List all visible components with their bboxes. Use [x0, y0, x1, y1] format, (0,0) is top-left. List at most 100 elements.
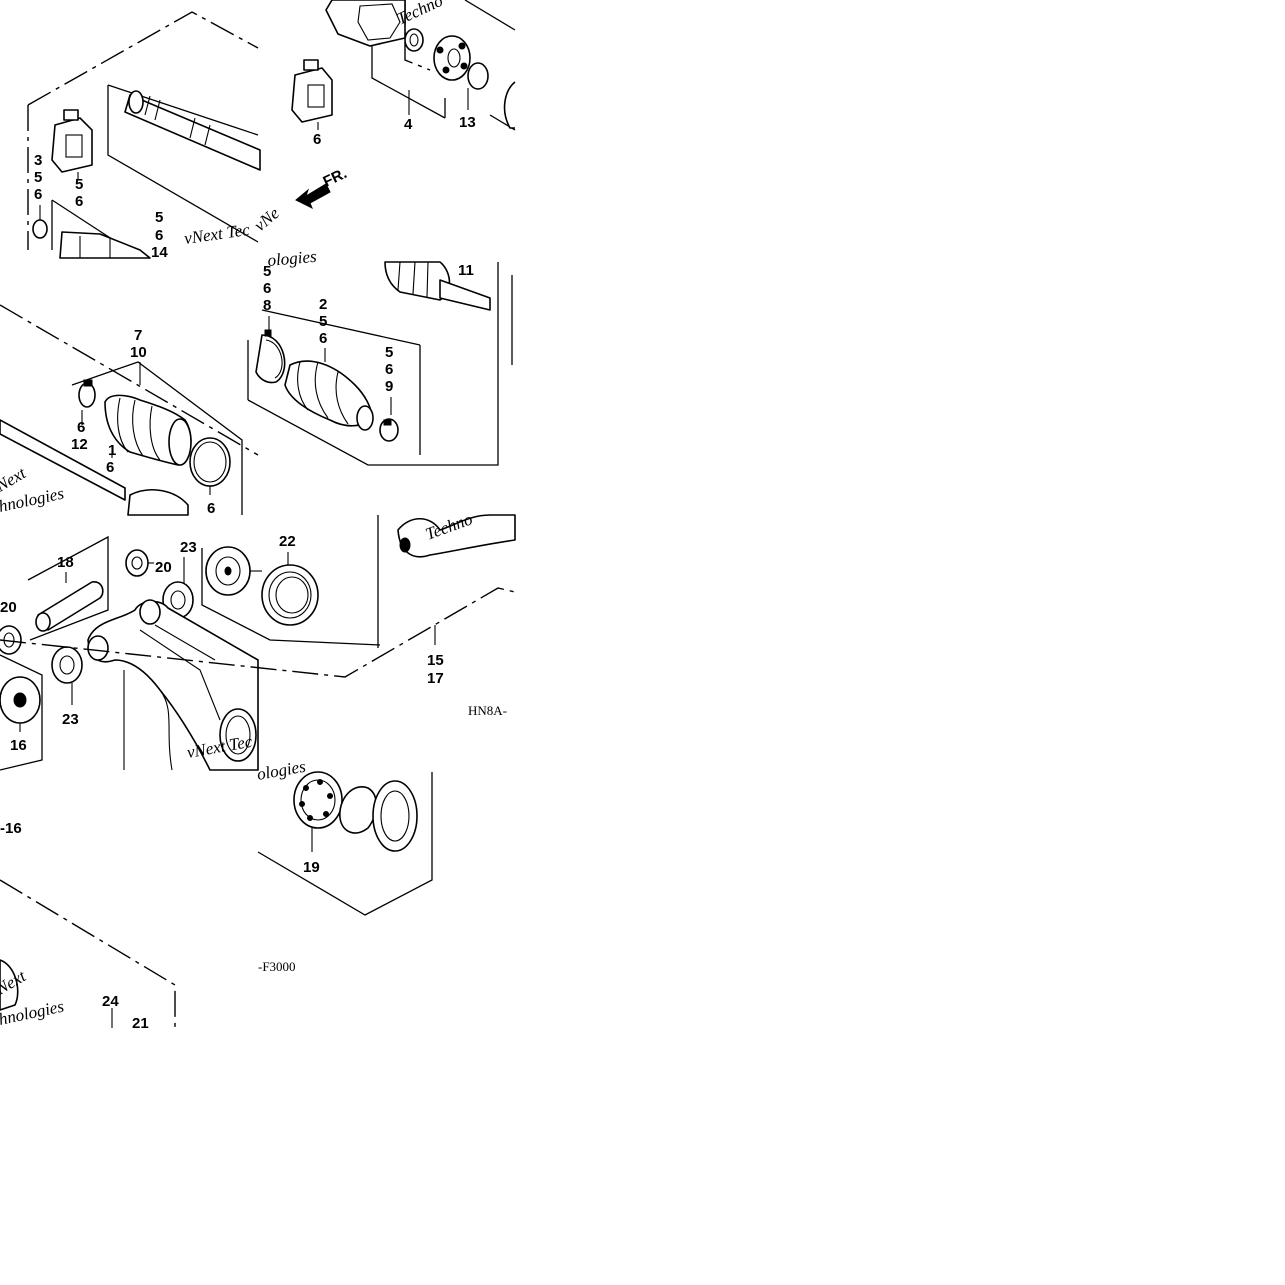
cv-boot-outboard — [284, 360, 374, 431]
frame-bracket — [397, 514, 516, 558]
circlip-icon — [339, 786, 378, 834]
cv-joint-outboard — [384, 261, 491, 311]
callout-6: 6 — [385, 361, 393, 378]
grease-bottle-icon — [291, 59, 333, 123]
oil-seal — [372, 780, 418, 852]
callout-23: 23 — [62, 711, 79, 728]
snap-ring — [404, 28, 424, 52]
brake-part — [0, 959, 19, 1011]
callout-5: 5 — [75, 176, 83, 193]
wheel-bearing — [293, 771, 343, 829]
callout-18: 18 — [57, 554, 74, 571]
pivot-sleeve — [35, 581, 104, 632]
callout-5: 5 — [263, 263, 271, 280]
callout-6: 6 — [155, 227, 163, 244]
callout-6: 6 — [34, 186, 42, 203]
bearing — [125, 549, 149, 577]
boot-edge — [503, 81, 516, 129]
tile-top-middle: 4 13 6 FR. Techno vNe — [250, 0, 516, 235]
callout-16: 16 — [10, 737, 27, 754]
tile-bottom-left: 24 21 Next hnologies — [0, 879, 176, 1032]
svg-text:FR.: FR. — [321, 165, 350, 191]
callout-1: 1 — [108, 442, 116, 459]
drawing-code: HN8A- — [468, 703, 507, 718]
callout-24: 24 — [102, 993, 119, 1010]
callout-4: 4 — [404, 116, 413, 133]
callout-17: 17 — [427, 670, 444, 687]
group-outline — [71, 361, 243, 515]
callout-7: 7 — [134, 327, 142, 344]
callout-5: 5 — [34, 169, 42, 186]
group-outline — [261, 309, 421, 346]
callout-21: 21 — [132, 1015, 149, 1032]
watermark-text: vNext Tec — [183, 220, 251, 248]
group-outline — [0, 304, 259, 456]
tile-lower-left: 18 20 20 23 23 — [0, 535, 259, 771]
callout-20: 20 — [155, 559, 172, 576]
group-outline — [0, 654, 43, 771]
cv-joint — [127, 489, 189, 516]
callout-9: 9 — [385, 378, 393, 395]
bearing-cage — [433, 35, 471, 81]
callout-6: 6 — [77, 419, 85, 436]
watermark-text: vNe — [250, 203, 283, 235]
group-outline — [107, 85, 259, 243]
callout-6: 6 — [319, 330, 327, 347]
oil-seal — [0, 625, 22, 655]
callout-14: 14 — [151, 244, 168, 261]
callout-5: 5 — [319, 313, 327, 330]
group-outline — [51, 199, 119, 244]
watermark-text: ologies — [255, 757, 307, 784]
tile-middle-right: ologies 11 5 6 8 2 5 6 5 6 — [247, 247, 513, 466]
boot-clamp-small — [78, 379, 96, 408]
swing-arm — [87, 599, 259, 771]
tile-middle-left: 7 10 6 12 1 6 6 Next hnologies — [0, 304, 259, 517]
tile-top-left: 5 6 3 5 6 5 6 14 vNext Tec — [27, 11, 261, 261]
group-outline — [247, 262, 499, 466]
callout-10: 10 — [130, 344, 147, 361]
tile-lower-right: 15 17 22 Techno HN8A- — [0, 509, 516, 718]
cv-outer-race — [325, 0, 406, 47]
callout-11: 11 — [458, 262, 474, 279]
dust-cap — [0, 676, 41, 724]
grease-bottle-icon — [51, 109, 93, 173]
circlip-icon — [32, 219, 48, 239]
callout-6: 6 — [207, 500, 215, 517]
callout-19: 19 — [303, 859, 320, 876]
callout-23: 23 — [180, 539, 197, 556]
callout-13: 13 — [459, 114, 476, 131]
callout-6: 6 — [75, 193, 83, 210]
callout-3: 3 — [34, 152, 42, 169]
group-outline — [201, 548, 381, 646]
watermark-text: ologies — [267, 247, 318, 270]
cv-boot-inboard — [104, 394, 192, 466]
callout-5: 5 — [385, 344, 393, 361]
swing-arm-seal — [261, 564, 319, 626]
callout-5: 5 — [155, 209, 163, 226]
boot-band-large — [255, 329, 286, 384]
group-outline — [27, 535, 109, 641]
group-outline — [27, 11, 259, 106]
callout-8: 8 — [263, 297, 271, 314]
callout-16: -16 — [0, 820, 22, 837]
cv-joint-inboard — [59, 231, 151, 259]
callout-6: 6 — [313, 131, 321, 148]
group-outline — [464, 0, 516, 31]
circlip-icon — [467, 62, 489, 90]
boot-band-large — [189, 437, 231, 487]
front-direction-arrow: FR. — [295, 165, 350, 210]
group-outline — [0, 587, 516, 678]
callout-15: 15 — [427, 652, 444, 669]
callout-12: 12 — [71, 436, 88, 453]
pivot-bearing — [51, 646, 83, 684]
drawing-code: -F3000 — [258, 959, 296, 974]
callout-22: 22 — [279, 533, 296, 550]
callout-6: 6 — [106, 459, 114, 476]
oil-seal — [205, 546, 251, 596]
group-outline — [0, 879, 176, 1028]
boot-clamp-small — [379, 418, 399, 442]
drive-shaft — [0, 419, 126, 501]
callout-20: 20 — [0, 599, 17, 616]
tile-bottom-middle: -16 19 ologies -F3000 — [0, 757, 433, 974]
